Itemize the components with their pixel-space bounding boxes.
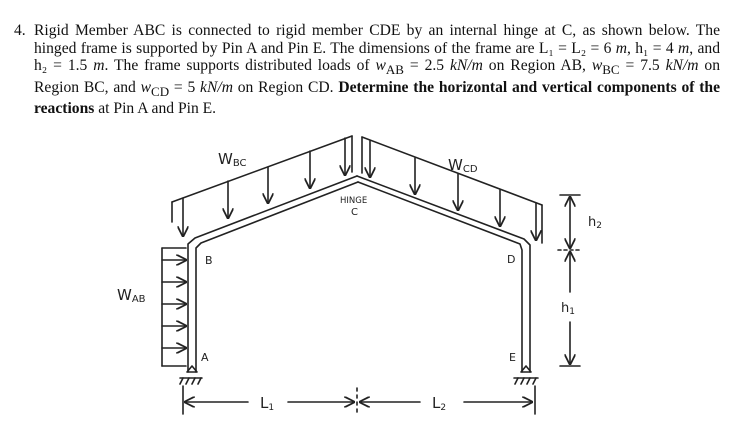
member-cde [356,175,531,373]
label-c: C [351,207,358,218]
load-cd-distribution [361,136,543,244]
dim-h2: , and h₂ = 1.5 [34,39,720,75]
label-hinge: HINGE [340,196,367,206]
dimension-h [557,194,583,367]
member-abc [187,175,359,373]
label-wcd: WCD [448,156,478,175]
pin-support-a [179,365,203,385]
task-tail: at Pin A and Pin E. [94,100,217,118]
load-bc-distribution [171,135,353,236]
label-wab: WAB [117,286,146,305]
label-h1: h1 [561,301,575,317]
dim-h1: , h₁ = 4 [627,39,678,57]
load-wcd-symbol: w [140,78,152,96]
dim-l: L₁ = L₂ = 6 [538,39,616,57]
load-ab-distribution [161,247,186,367]
label-h2: h2 [588,215,602,231]
intro-text: Rigid Member ABC is connected to rigid m… [34,22,720,57]
label-d: D [507,253,515,266]
label-l2: L2 [432,394,446,413]
load-wbc-symbol: w [591,57,603,74]
label-wbc: WBC [218,150,247,169]
pin-support-e [513,365,539,385]
task-bold: Determine the horizontal and vertical co… [34,78,721,118]
problem-statement: 4. Rigid Member ABC is connected to rigi… [14,22,720,118]
problem-text: Rigid Member ABC is connected to rigid m… [34,22,721,118]
label-l1: L1 [260,394,274,413]
label-a: A [201,351,209,364]
label-b: B [205,254,213,267]
label-e: E [509,351,516,364]
dimension-l [182,385,536,415]
problem-number: 4. [14,22,26,39]
load-wab-symbol: w [375,57,386,74]
